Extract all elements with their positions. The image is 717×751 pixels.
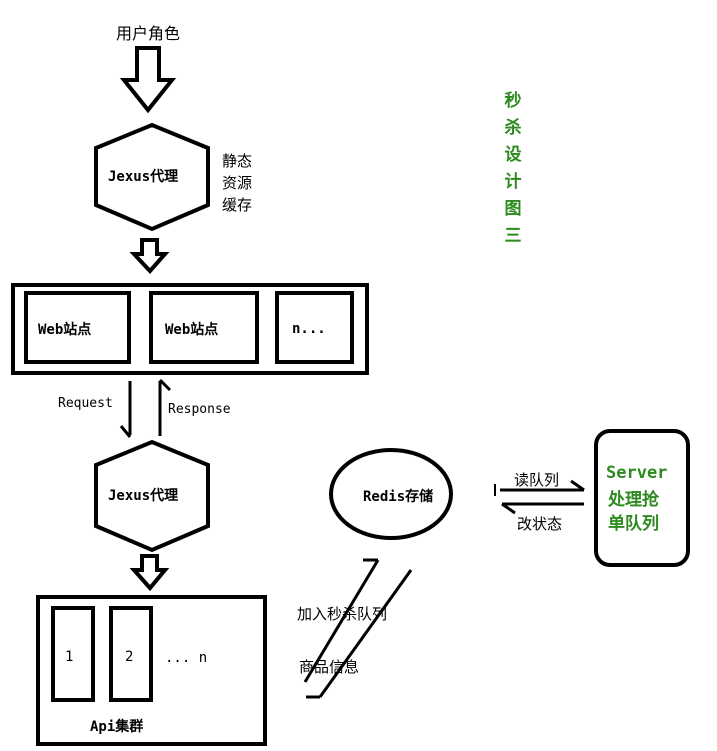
server-box <box>594 429 690 567</box>
api-node-2 <box>109 606 153 702</box>
web-node-1-label: Web站点 <box>38 322 92 338</box>
api-node-2-label: 2 <box>125 649 134 665</box>
proxy-top-hexagon <box>94 122 210 232</box>
read-queue-label: 读队列 <box>514 471 560 489</box>
response-arrow-head <box>158 378 172 392</box>
product-info-label: 商品信息 <box>299 658 360 676</box>
response-label: Response <box>168 402 231 417</box>
user-role-label: 用户角色 <box>116 24 181 43</box>
add-queue-label: 加入秒杀队列 <box>297 605 388 623</box>
change-state-label: 改状态 <box>517 515 563 533</box>
diagram-title: 秒杀设计图三 <box>504 91 522 246</box>
server-label-line1: Server <box>606 463 668 483</box>
proxy-bottom-label: Jexus代理 <box>108 488 179 504</box>
server-label-line2: 处理抢 <box>608 490 659 510</box>
add-queue-arrow-shaft <box>303 559 380 683</box>
down-arrow-api <box>129 554 170 592</box>
web-node-2-label: Web站点 <box>165 322 219 338</box>
web-node-2 <box>149 291 259 364</box>
change-state-arrow-head <box>501 502 516 515</box>
down-arrow-web <box>129 238 170 274</box>
read-queue-arrow-head <box>570 479 585 492</box>
server-label-line3: 单队列 <box>608 514 659 534</box>
api-node-1 <box>51 606 95 702</box>
api-node-n-label: ... n <box>165 650 208 666</box>
down-arrow-top <box>119 46 177 114</box>
product-info-arrow-shaft <box>318 569 413 698</box>
redis-ellipse <box>329 448 453 540</box>
web-node-1 <box>24 291 131 364</box>
static-cache-label: 静态 资源 缓存 <box>222 152 253 214</box>
request-label: Request <box>58 396 113 411</box>
proxy-top-label: Jexus代理 <box>108 169 179 185</box>
redis-label: Redis存储 <box>363 489 434 505</box>
api-cluster-label: Api集群 <box>90 719 144 735</box>
proxy-bottom-hexagon <box>94 439 210 553</box>
web-node-n <box>275 291 354 364</box>
request-arrow-head <box>119 425 132 438</box>
api-node-1-label: 1 <box>65 649 74 665</box>
web-node-n-label: n... <box>292 321 326 337</box>
